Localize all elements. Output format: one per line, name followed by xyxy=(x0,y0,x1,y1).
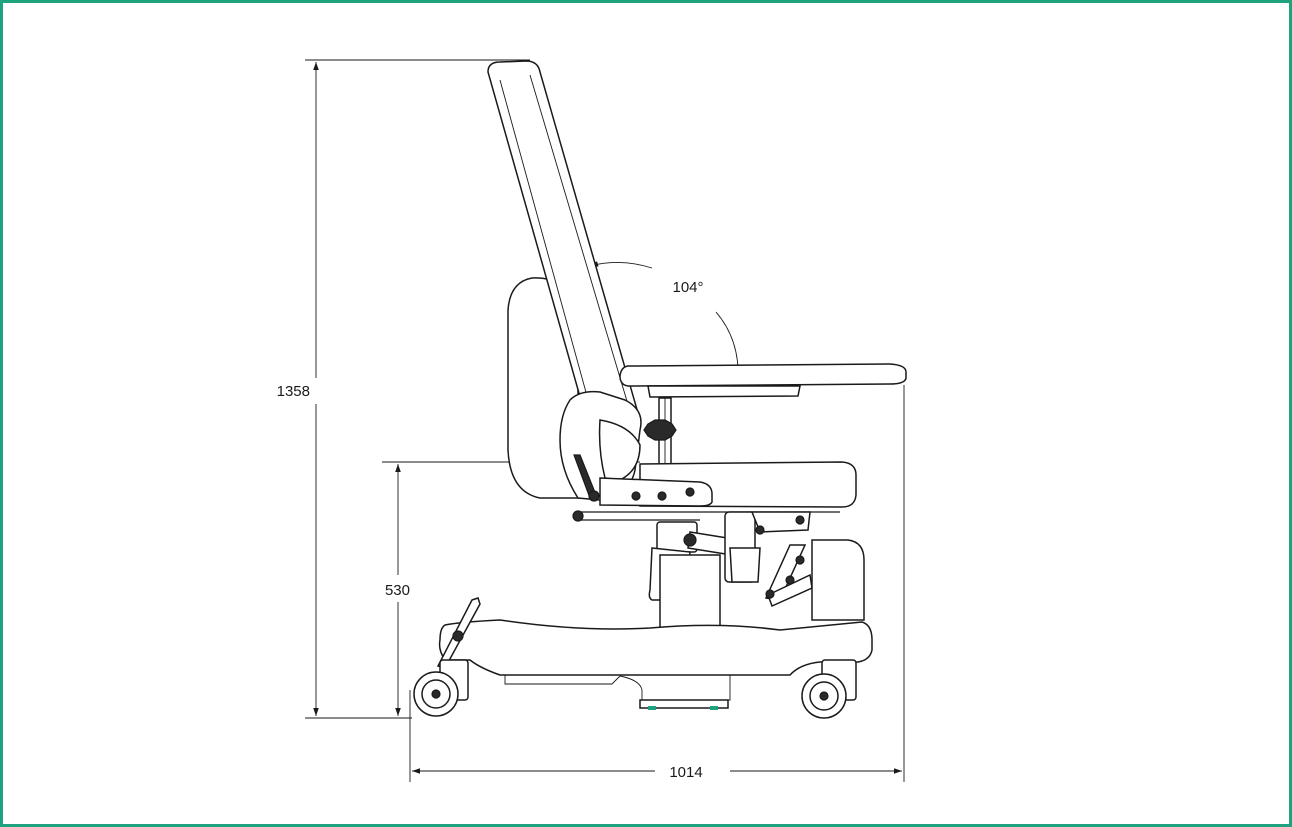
length-value: 1014 xyxy=(669,764,702,781)
seat xyxy=(572,461,857,522)
length-dimension: 1014 xyxy=(409,385,905,782)
rear-castor xyxy=(801,659,857,719)
seat-height-value: 530 xyxy=(385,582,410,599)
backrest-hinge xyxy=(559,390,642,502)
angle-value: 104° xyxy=(672,279,703,296)
height-value: 1358 xyxy=(277,383,310,400)
armrest xyxy=(619,363,907,490)
brake-pedal xyxy=(436,597,481,669)
front-castor xyxy=(413,659,469,717)
height-dimension: 1358 xyxy=(277,59,530,719)
motor-housing xyxy=(811,539,865,621)
actuator-assembly xyxy=(648,511,813,633)
base-frame xyxy=(438,619,873,710)
